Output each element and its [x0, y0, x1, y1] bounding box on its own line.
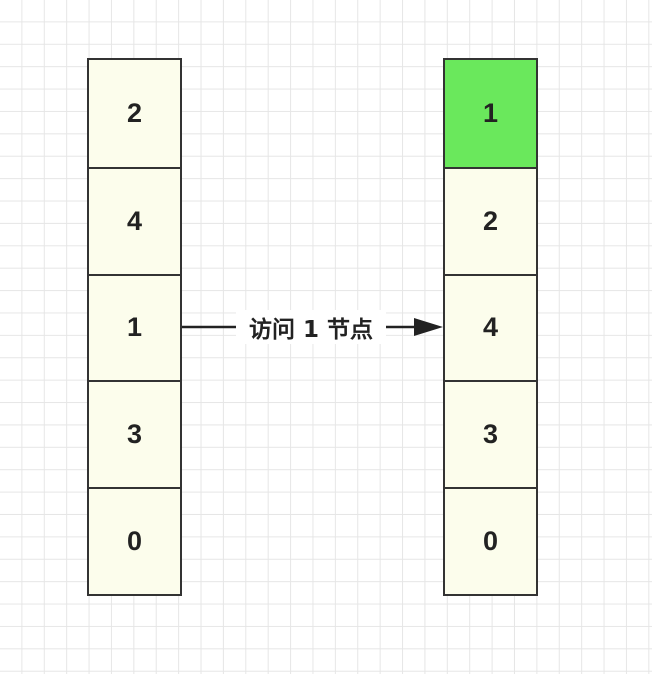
left-stack-cell: 2	[89, 60, 180, 167]
left-stack-cell: 4	[89, 166, 180, 274]
right-stack-cell-highlighted: 1	[445, 60, 536, 167]
left-stack-cell: 3	[89, 380, 180, 488]
right-stack-cell: 3	[445, 380, 536, 488]
right-stack: 1 2 4 3 0	[443, 58, 538, 596]
arrow-head-icon	[414, 318, 443, 336]
left-stack-cell: 0	[89, 487, 180, 594]
left-stack: 2 4 1 3 0	[87, 58, 182, 596]
edge-label: 访问 1 节点	[236, 310, 386, 344]
right-stack-cell: 4	[445, 273, 536, 381]
right-stack-cell: 0	[445, 487, 536, 594]
right-stack-cell: 2	[445, 166, 536, 274]
left-stack-cell: 1	[89, 273, 180, 381]
